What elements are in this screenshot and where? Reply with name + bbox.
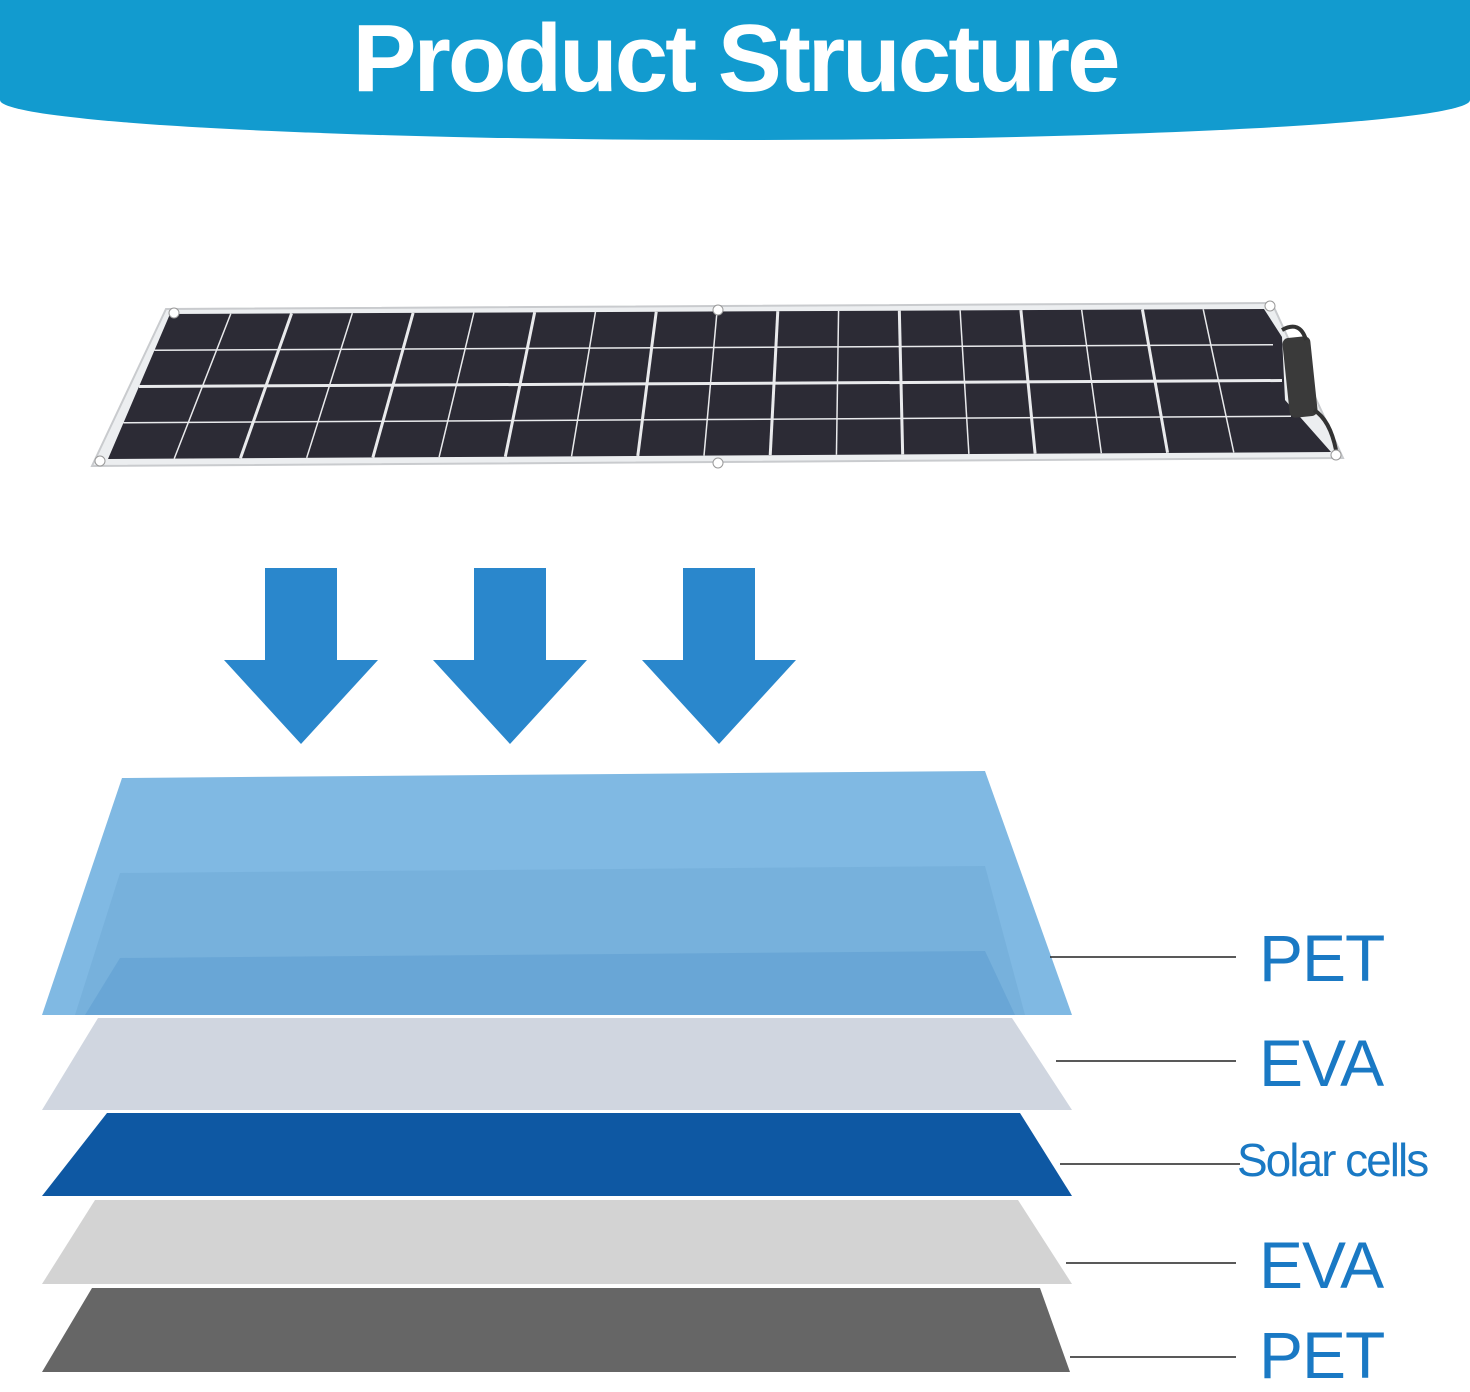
down-arrow-icon <box>433 568 587 744</box>
layer-pet-bottom <box>42 1288 1070 1372</box>
down-arrows <box>224 568 796 744</box>
grommet-hole <box>94 455 106 467</box>
layer-label-eva-bottom: EVA <box>1259 1228 1384 1302</box>
solar-panel-image <box>90 300 1345 469</box>
header-banner <box>0 0 1470 140</box>
layer-label-eva-top: EVA <box>1259 1026 1384 1100</box>
junction-box <box>1282 336 1318 418</box>
panel-grid-line <box>123 415 1292 424</box>
layer-shadow <box>75 866 1025 1015</box>
grommet-hole <box>712 457 724 469</box>
page-title: Product Structure <box>352 5 1120 112</box>
down-arrow-icon <box>642 568 796 744</box>
panel-cable <box>1281 324 1308 341</box>
panel-cell-grid <box>123 309 1292 459</box>
layer-label-pet-bottom: PET <box>1259 1318 1385 1392</box>
panel-grid-line <box>138 379 1283 388</box>
grommet-hole <box>1264 300 1276 312</box>
leader-lines <box>1050 956 1240 1358</box>
layer-label-solar-cells: Solar cells <box>1237 1134 1429 1186</box>
down-arrow-icon <box>224 568 378 744</box>
grommet-hole <box>1330 449 1342 461</box>
layer-label-pet-top: PET <box>1259 921 1385 995</box>
grommet-hole <box>168 307 180 319</box>
layer-shadow <box>85 951 1015 1015</box>
panel-cable <box>1312 408 1338 451</box>
layer-eva-bottom <box>42 1200 1072 1284</box>
layer-eva-top <box>42 1018 1072 1110</box>
layer-solar-cells <box>42 1113 1072 1196</box>
layer-pet-top <box>42 771 1072 1015</box>
layer-stack <box>42 771 1072 1372</box>
panel-grid-line <box>154 344 1274 351</box>
grommet-hole <box>712 304 724 316</box>
